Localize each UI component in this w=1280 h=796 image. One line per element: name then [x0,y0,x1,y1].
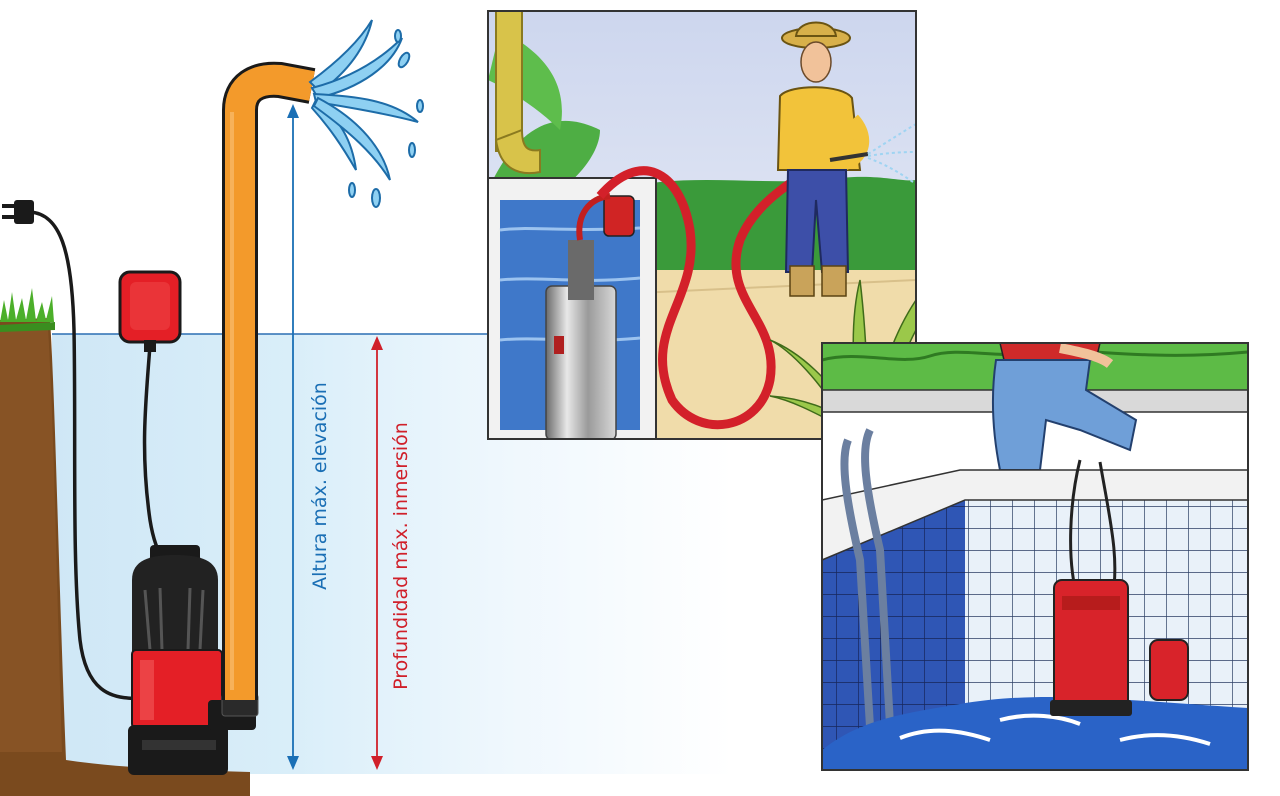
max-depth-label: Profundidad máx. inmersión [390,422,412,690]
power-cord [29,210,141,700]
max-depth-arrow [371,336,383,770]
max-height-arrow [287,104,299,770]
float-switch-icon [118,270,182,352]
garden-watering-scene [488,11,916,439]
soil-bank [0,318,250,796]
max-height-label: Altura máx. elevación [309,382,331,590]
power-plug-icon [2,200,34,224]
water-spray-icon [308,19,424,208]
grass [0,288,55,332]
pool-draining-scene [822,343,1248,770]
